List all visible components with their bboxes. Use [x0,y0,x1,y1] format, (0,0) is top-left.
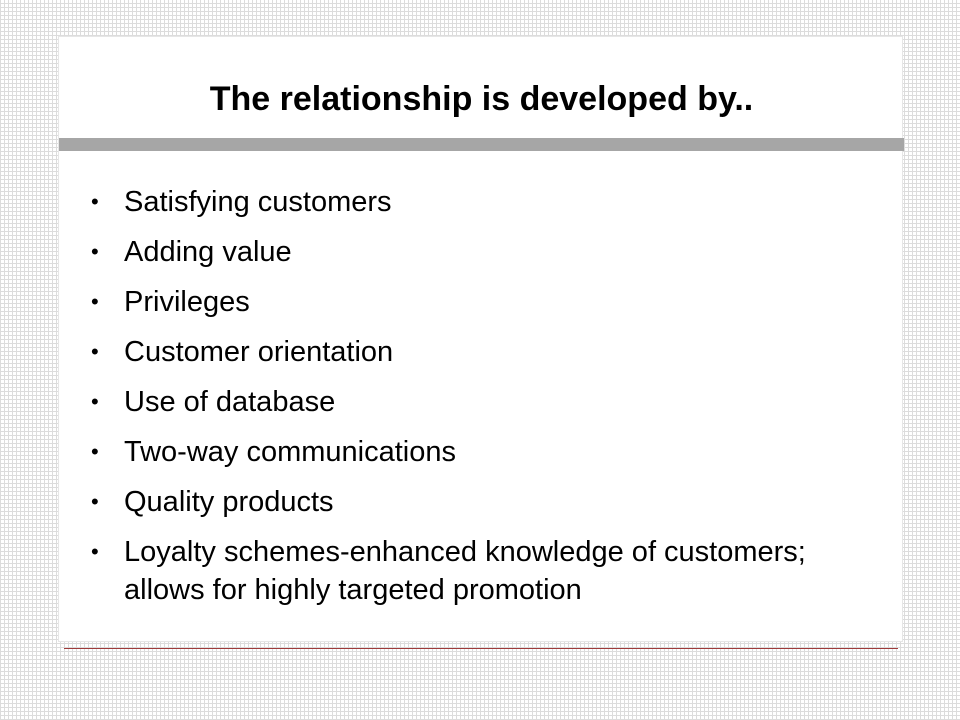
bullet-list: • Satisfying customers • Adding value • … [89,183,869,621]
bullet-icon: • [91,489,99,514]
bullet-icon: • [91,539,99,564]
bullet-text: Two-way communications [124,436,456,468]
bullet-text: Satisfying customers [124,186,392,218]
bullet-icon: • [91,289,99,314]
bullet-text: Privileges [124,286,250,318]
bullet-icon: • [91,339,99,364]
bullet-item: • Two-way communications [89,433,869,471]
bullet-item: • Adding value [89,233,869,271]
slide-title: The relationship is developed by.. [209,80,754,118]
bullet-item: • Loyalty schemes-enhanced knowledge of … [89,533,869,609]
bullet-item: • Customer orientation [89,333,869,371]
bullet-icon: • [91,439,99,464]
bullet-item: • Satisfying customers [89,183,869,221]
title-underline-bar [59,138,904,151]
bullet-icon: • [91,189,99,214]
bullet-text: Adding value [124,236,292,268]
bullet-text: Customer orientation [124,336,394,368]
bullet-text: Quality products [124,486,334,518]
bullet-text: Loyalty schemes-enhanced knowledge of cu… [124,536,806,606]
bullet-icon: • [91,389,99,414]
footer-divider [64,648,898,649]
bullet-item: • Use of database [89,383,869,421]
bullet-item: • Privileges [89,283,869,321]
bullet-icon: • [91,239,99,264]
slide: The relationship is developed by.. • Sat… [58,36,904,642]
bullet-text: Use of database [124,386,336,418]
bullet-item: • Quality products [89,483,869,521]
